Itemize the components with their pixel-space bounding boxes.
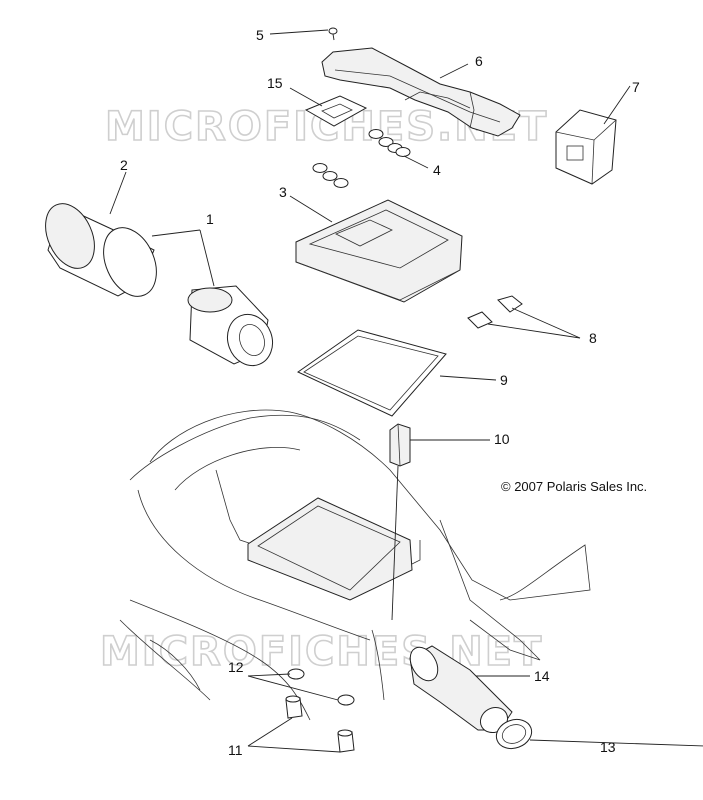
part-3-airbox-lid <box>295 199 463 303</box>
part-14-intake-boot <box>409 645 513 734</box>
callout-7: 7 <box>632 79 640 95</box>
part-10-foam-pad <box>389 423 411 467</box>
body-tub-assembly <box>119 409 591 721</box>
part-7-foam-block <box>555 109 617 185</box>
part-5-screw <box>328 27 338 41</box>
part-1-inner-filter <box>187 285 274 367</box>
callout-9: 9 <box>500 372 508 388</box>
part-15-gasket <box>304 95 368 127</box>
callout-6: 6 <box>475 53 483 69</box>
part-2-outer-filter <box>45 203 157 297</box>
callout-4: 4 <box>433 162 441 178</box>
callout-2: 2 <box>120 157 128 173</box>
callout-11: 11 <box>228 742 243 758</box>
part-9-seal <box>297 329 447 417</box>
callout-5: 5 <box>256 27 264 43</box>
part-12-hose-clips <box>287 668 355 706</box>
callout-14: 14 <box>534 668 550 684</box>
leader-lines <box>109 29 703 753</box>
copyright-text: © 2007 Polaris Sales Inc. <box>501 479 647 494</box>
callout-10: 10 <box>494 431 510 447</box>
callout-1: 1 <box>206 211 214 227</box>
callout-8: 8 <box>589 330 597 346</box>
callout-12: 12 <box>228 659 244 675</box>
part-8-clips <box>467 295 523 329</box>
part-13-clamp <box>495 718 533 750</box>
callout-labels: 5 6 7 15 4 3 2 1 8 9 10 © 2007 Polaris S… <box>120 27 647 758</box>
callout-13: 13 <box>600 739 616 755</box>
part-6-air-duct <box>321 47 521 137</box>
part-11-caps <box>285 695 355 753</box>
watermark-bottom: MICROFICHES.NET <box>100 629 543 675</box>
part-4-grommets <box>312 129 411 188</box>
callout-3: 3 <box>279 184 287 200</box>
callout-15: 15 <box>267 75 283 91</box>
